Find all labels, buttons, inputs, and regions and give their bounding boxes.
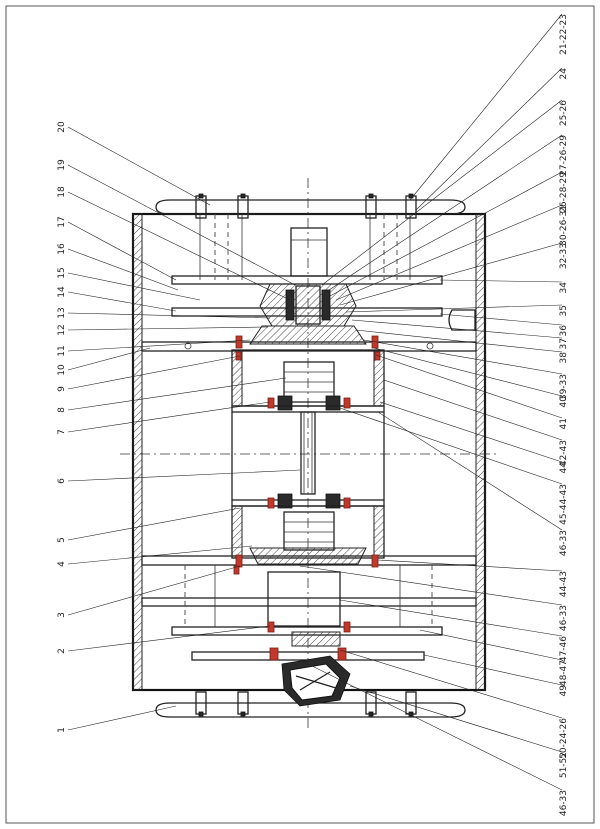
part-label: 12 <box>57 324 67 335</box>
part-label: 35 <box>559 305 569 316</box>
part-label: 13 <box>57 307 67 318</box>
part-label: 42-43 <box>559 440 569 466</box>
bolts <box>195 193 417 717</box>
part-label: 18 <box>57 186 67 198</box>
part-label: 14 <box>57 286 67 298</box>
labels-top: 21-22-23 24 25-26 27-26-29 26-28-29 30-2… <box>559 14 569 556</box>
bottom-actuator <box>281 655 351 707</box>
part-label: 25-26 <box>559 100 569 126</box>
part-label: 3 <box>57 612 67 618</box>
middle-shaft <box>231 411 385 500</box>
part-label: 16 <box>57 243 67 255</box>
part-label: 50-24-26 <box>559 718 569 759</box>
part-label: 44 <box>559 462 569 474</box>
part-label: 46-33 <box>559 530 569 556</box>
part-label: 1 <box>57 727 67 733</box>
part-label: 44-43 <box>559 571 569 597</box>
leader-lines-top <box>321 13 563 531</box>
labels-left: 20 19 18 17 16 15 14 13 12 11 10 9 8 7 6… <box>57 121 67 733</box>
part-label: 6 <box>57 478 67 484</box>
part-label: 45-44-43 <box>559 484 569 525</box>
part-label: 47-46 <box>559 636 569 662</box>
top-motor <box>290 227 328 277</box>
part-label: 36 <box>559 325 569 337</box>
part-label: 34 <box>559 282 569 294</box>
top-gear-hub <box>249 283 367 345</box>
part-label: 46-33 <box>559 605 569 631</box>
seals <box>233 335 381 661</box>
part-label: 2 <box>57 648 67 654</box>
part-label: 39-33 <box>559 374 569 400</box>
part-label: 48-47 <box>559 660 569 686</box>
part-label: 26-28-29 <box>559 172 569 213</box>
part-label: 41 <box>559 418 569 429</box>
part-label: 51-52 <box>559 752 569 778</box>
part-label: 49 <box>559 685 569 697</box>
part-label: 27-26-29 <box>559 135 569 176</box>
part-label: 5 <box>57 537 67 543</box>
part-label: 15 <box>57 267 67 278</box>
part-label: 7 <box>57 429 67 435</box>
bottom-motor-block <box>267 571 341 647</box>
leader-lines-bottom <box>299 559 563 791</box>
part-label: 19 <box>57 159 67 171</box>
part-label: 46-33 <box>559 790 569 816</box>
part-label: 9 <box>57 386 67 392</box>
part-label: 30-26-31 <box>559 205 569 246</box>
top-flange <box>155 199 466 280</box>
part-label: 8 <box>57 407 67 413</box>
labels-bottom: 44-43 46-33 47-46 48-47 49 50-24-26 51-5… <box>559 571 569 816</box>
lower-module <box>231 493 385 565</box>
part-label: 20 <box>57 121 67 133</box>
part-label: 24 <box>559 68 569 80</box>
part-label: 21-22-23 <box>559 14 569 55</box>
part-label: 4 <box>57 561 67 567</box>
part-label: 37 <box>559 338 569 349</box>
part-label: 11 <box>57 345 67 356</box>
leader-lines-left <box>67 126 301 731</box>
sheet-frame <box>5 5 595 824</box>
part-label: 38 <box>559 352 569 364</box>
part-label: 32-33 <box>559 243 569 269</box>
upper-module <box>231 349 385 413</box>
part-label: 10 <box>57 364 67 376</box>
part-label: 40 <box>559 396 569 408</box>
part-label: 17 <box>57 216 67 227</box>
